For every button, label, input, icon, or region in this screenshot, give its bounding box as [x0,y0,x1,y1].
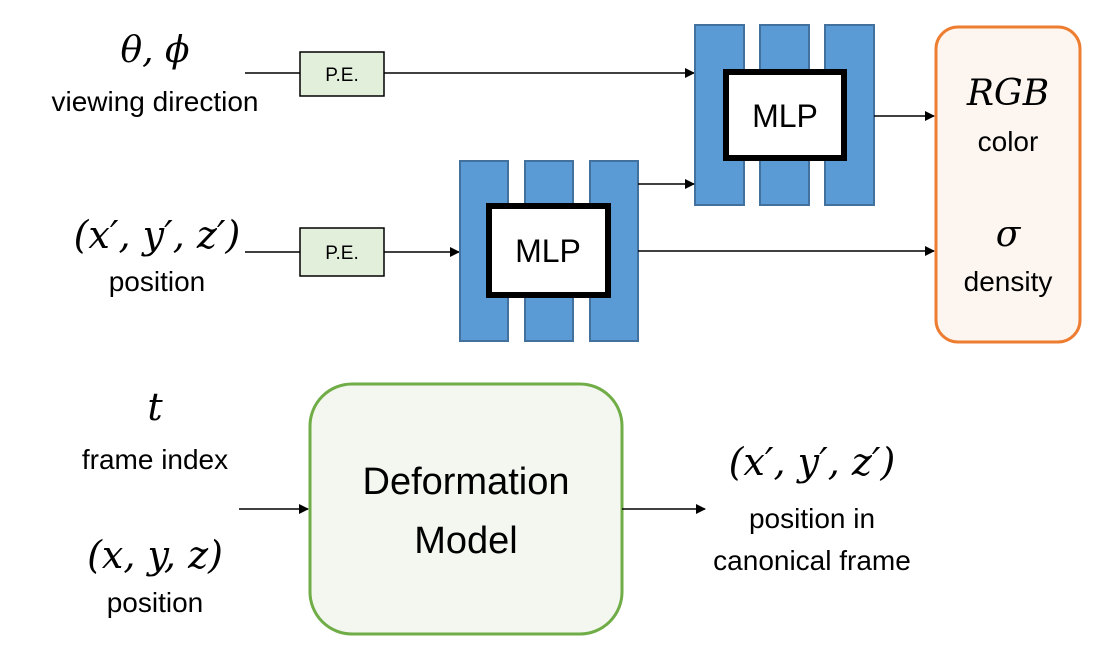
density-label: density [964,266,1053,297]
pe-box-top [299,51,385,97]
deformed-position-symbol: (x′, y′, z′) [729,440,896,484]
xyz-position-label: position [107,587,204,618]
mlp-bottom-box [486,203,611,298]
rgb-symbol: RGB [966,73,1049,114]
deformation-model-line2: Model [414,520,518,562]
canonical-position-label: position [109,266,206,297]
view-direction-label: viewing direction [52,86,259,117]
sigma-symbol: σ [996,214,1022,255]
mlp-top-box [723,69,847,161]
pe-top-label: P.E. [325,65,358,86]
canonical-position-symbol: (x′, y′, z′) [74,213,241,257]
pe-box-mid [299,227,385,277]
deformed-position-label-2: canonical frame [713,545,911,576]
rgb-label: color [978,126,1039,157]
output-box [934,25,1082,344]
deformed-position-label-1: position in [749,503,875,534]
pe-mid-label: P.E. [325,243,358,264]
view-direction-symbol: θ, ϕ [120,30,189,71]
mlp-bottom-label: MLP [515,233,581,269]
t-symbol: t [147,385,163,429]
frame-index-label: frame index [82,444,228,475]
deformation-model-line1: Deformation [363,461,570,503]
mlp-top: MLP [694,24,875,206]
xyz-symbol: (x, y, z) [87,533,223,577]
mlp-top-label: MLP [752,98,818,134]
deformation-model-box [308,382,624,636]
mlp-bottom: MLP [459,160,639,342]
